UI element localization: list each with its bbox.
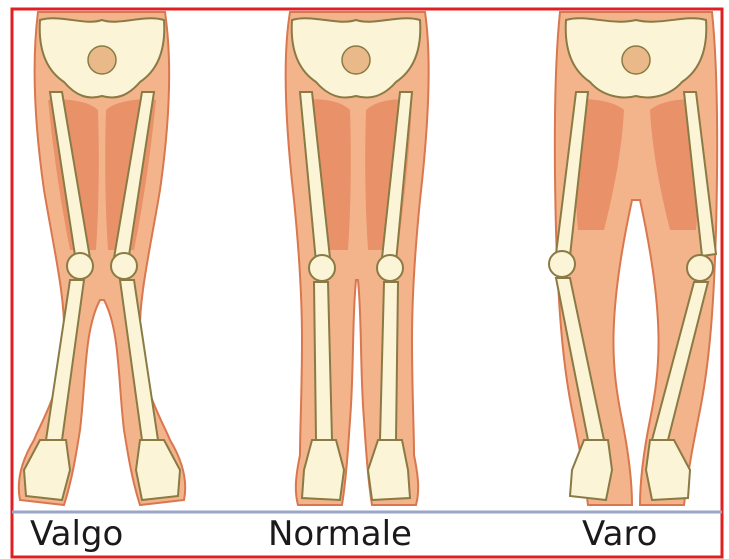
normale-sacrum: [342, 46, 370, 74]
normale-left-shin: [314, 282, 332, 440]
varo-sacrum: [622, 46, 650, 74]
normale-right-foot: [368, 440, 410, 500]
varo-left-knee: [549, 251, 575, 277]
valgo-right-knee: [111, 253, 137, 279]
panel-normale: [286, 12, 429, 505]
normale-right-knee: [377, 255, 403, 281]
panel-valgo: [19, 12, 185, 505]
valgo-sacrum: [88, 46, 116, 74]
panel-varo: [549, 12, 717, 505]
caption-normale: Normale: [268, 514, 412, 554]
valgo-left-knee: [67, 253, 93, 279]
caption-valgo: Valgo: [30, 514, 123, 554]
normale-right-shin: [380, 282, 398, 440]
normale-left-knee: [309, 255, 335, 281]
varo-right-knee: [687, 255, 713, 281]
caption-varo: Varo: [582, 514, 658, 554]
varo-left-foot: [570, 440, 612, 500]
